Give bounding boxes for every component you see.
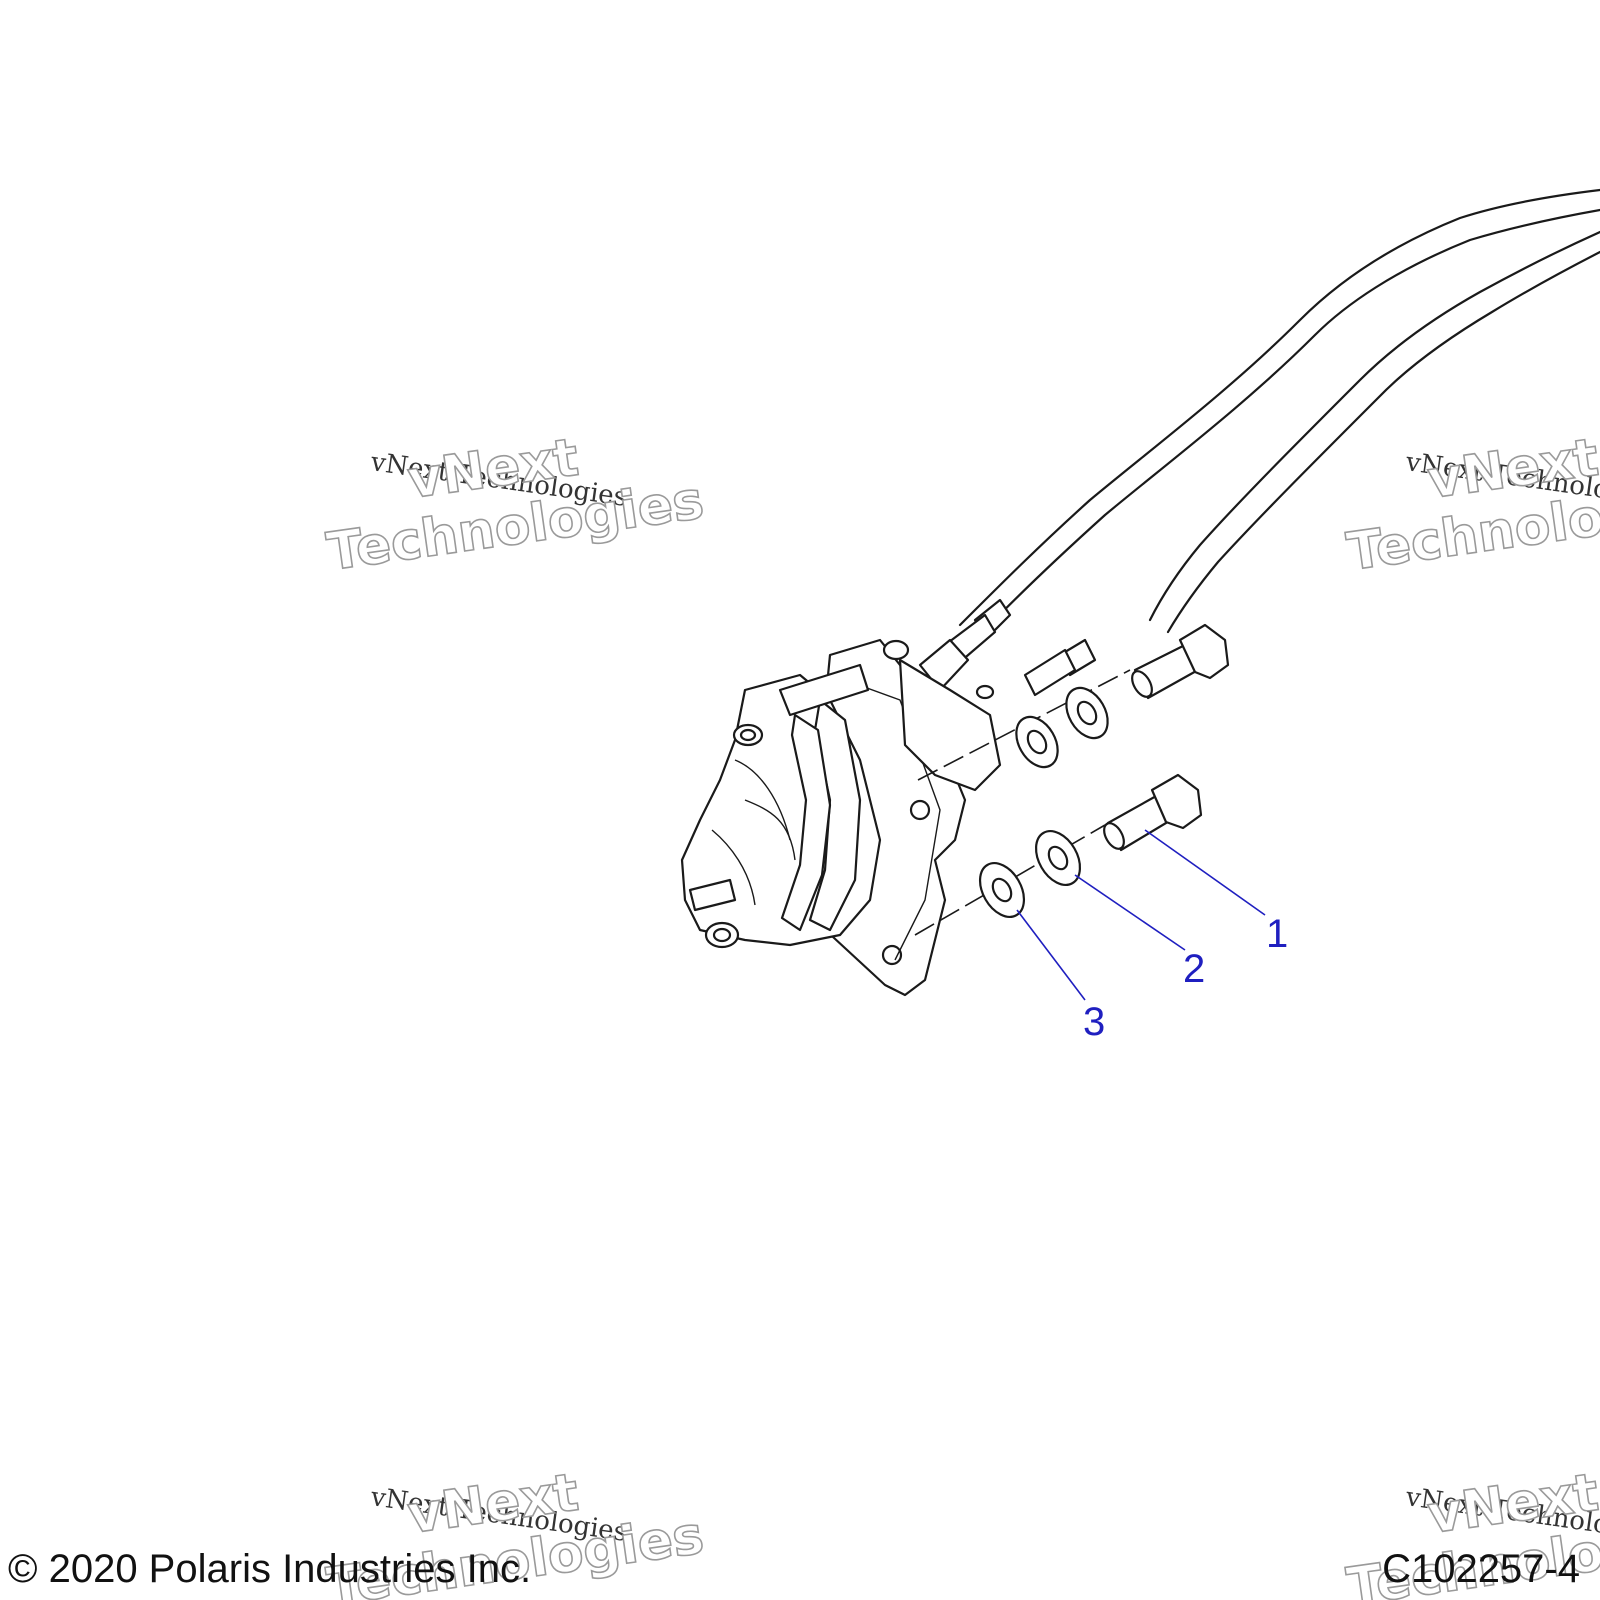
copyright-notice: © 2020 Polaris Industries Inc. — [8, 1547, 532, 1591]
brake-caliper — [680, 638, 1002, 997]
watermark-group: vNext Technologies vNext Technologies vN… — [323, 427, 1600, 1600]
upper-hardware — [1015, 623, 1230, 769]
figure-id: C102257-4 — [1382, 1547, 1580, 1591]
leader-lines — [1016, 829, 1266, 1001]
callout-2: 2 — [1183, 947, 1205, 991]
washer-part-2 — [1034, 830, 1082, 886]
brake-lines — [918, 188, 1600, 697]
lower-hardware — [978, 773, 1203, 918]
bolt-part-1 — [1103, 773, 1203, 852]
callout-1: 1 — [1266, 912, 1288, 956]
washer-part-3 — [978, 862, 1026, 918]
callout-3: 3 — [1083, 1000, 1105, 1044]
